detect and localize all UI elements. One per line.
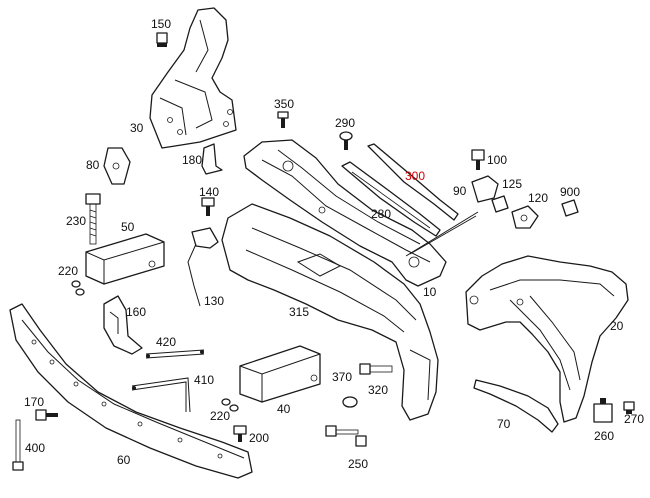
part-125-clip [491, 195, 509, 213]
part-80-mount [103, 147, 131, 185]
part-10-cross-member [243, 139, 447, 287]
part-370-bolt [359, 363, 393, 375]
label-280: 280 [371, 207, 391, 221]
label-50: 50 [121, 220, 135, 234]
part-270-clip [623, 401, 635, 414]
part-130-bracket [187, 227, 219, 307]
part-60-bumper [9, 303, 253, 479]
label-170: 170 [24, 395, 44, 409]
label-30: 30 [130, 121, 144, 135]
label-370: 370 [332, 370, 352, 384]
part-420-stay [145, 349, 205, 359]
label-180: 180 [182, 153, 202, 167]
label-10: 10 [423, 285, 437, 299]
part-220a-washer [71, 280, 85, 296]
part-120-sensor [511, 205, 539, 229]
part-315-support [221, 203, 439, 421]
part-260-grommet [593, 398, 613, 423]
part-350-bolt [277, 111, 289, 128]
label-270: 270 [624, 412, 644, 426]
part-250-bolt [325, 425, 367, 447]
part-200-bolt [233, 425, 247, 442]
label-160: 160 [126, 305, 146, 319]
part-140-bolt [201, 197, 215, 216]
part-400-bolt [12, 419, 24, 471]
part-220b-washer [221, 398, 239, 412]
label-350: 350 [274, 97, 294, 111]
label-315: 315 [289, 305, 309, 319]
part-300-strip [367, 143, 459, 221]
part-280-strip [341, 161, 441, 237]
label-260: 260 [594, 429, 614, 443]
leader-300 [405, 211, 479, 257]
label-40: 40 [277, 402, 291, 416]
label-230: 230 [66, 214, 86, 228]
part-20-frame [465, 255, 629, 423]
part-180-bracket [201, 143, 223, 175]
part-100-bolt [471, 149, 485, 170]
label-320: 320 [368, 383, 388, 397]
label-410: 410 [194, 373, 214, 387]
label-70: 70 [497, 417, 511, 431]
label-130: 130 [204, 294, 224, 308]
label-200: 200 [249, 431, 269, 445]
label-90: 90 [453, 184, 467, 198]
part-90-clip [471, 175, 499, 203]
part-40-bracket [239, 345, 321, 403]
part-170-bolt [35, 409, 58, 421]
label-250: 250 [348, 457, 368, 471]
part-70-bracket [473, 379, 559, 433]
label-220a: 220 [58, 264, 78, 278]
part-160-bracket [103, 295, 143, 355]
label-290: 290 [335, 116, 355, 130]
label-20: 20 [610, 319, 624, 333]
part-410-stay [131, 377, 191, 413]
label-220b: 220 [210, 409, 230, 423]
part-320-bolt [342, 396, 358, 408]
label-60: 60 [117, 453, 131, 467]
label-150: 150 [151, 17, 171, 31]
label-300: 300 [405, 169, 425, 183]
label-120: 120 [528, 191, 548, 205]
part-900-pad [561, 199, 579, 217]
label-80: 80 [86, 158, 100, 172]
label-100: 100 [487, 153, 507, 167]
label-140: 140 [199, 185, 219, 199]
part-150-clip [156, 32, 168, 47]
part-30-bracket [149, 7, 237, 149]
label-900: 900 [560, 185, 580, 199]
part-50-bracket [85, 233, 165, 285]
part-290-bolt [339, 131, 353, 150]
leader-300b [409, 215, 477, 255]
label-420: 420 [156, 335, 176, 349]
label-125: 125 [502, 177, 522, 191]
label-400: 400 [25, 441, 45, 455]
part-230-bolt [85, 193, 101, 245]
